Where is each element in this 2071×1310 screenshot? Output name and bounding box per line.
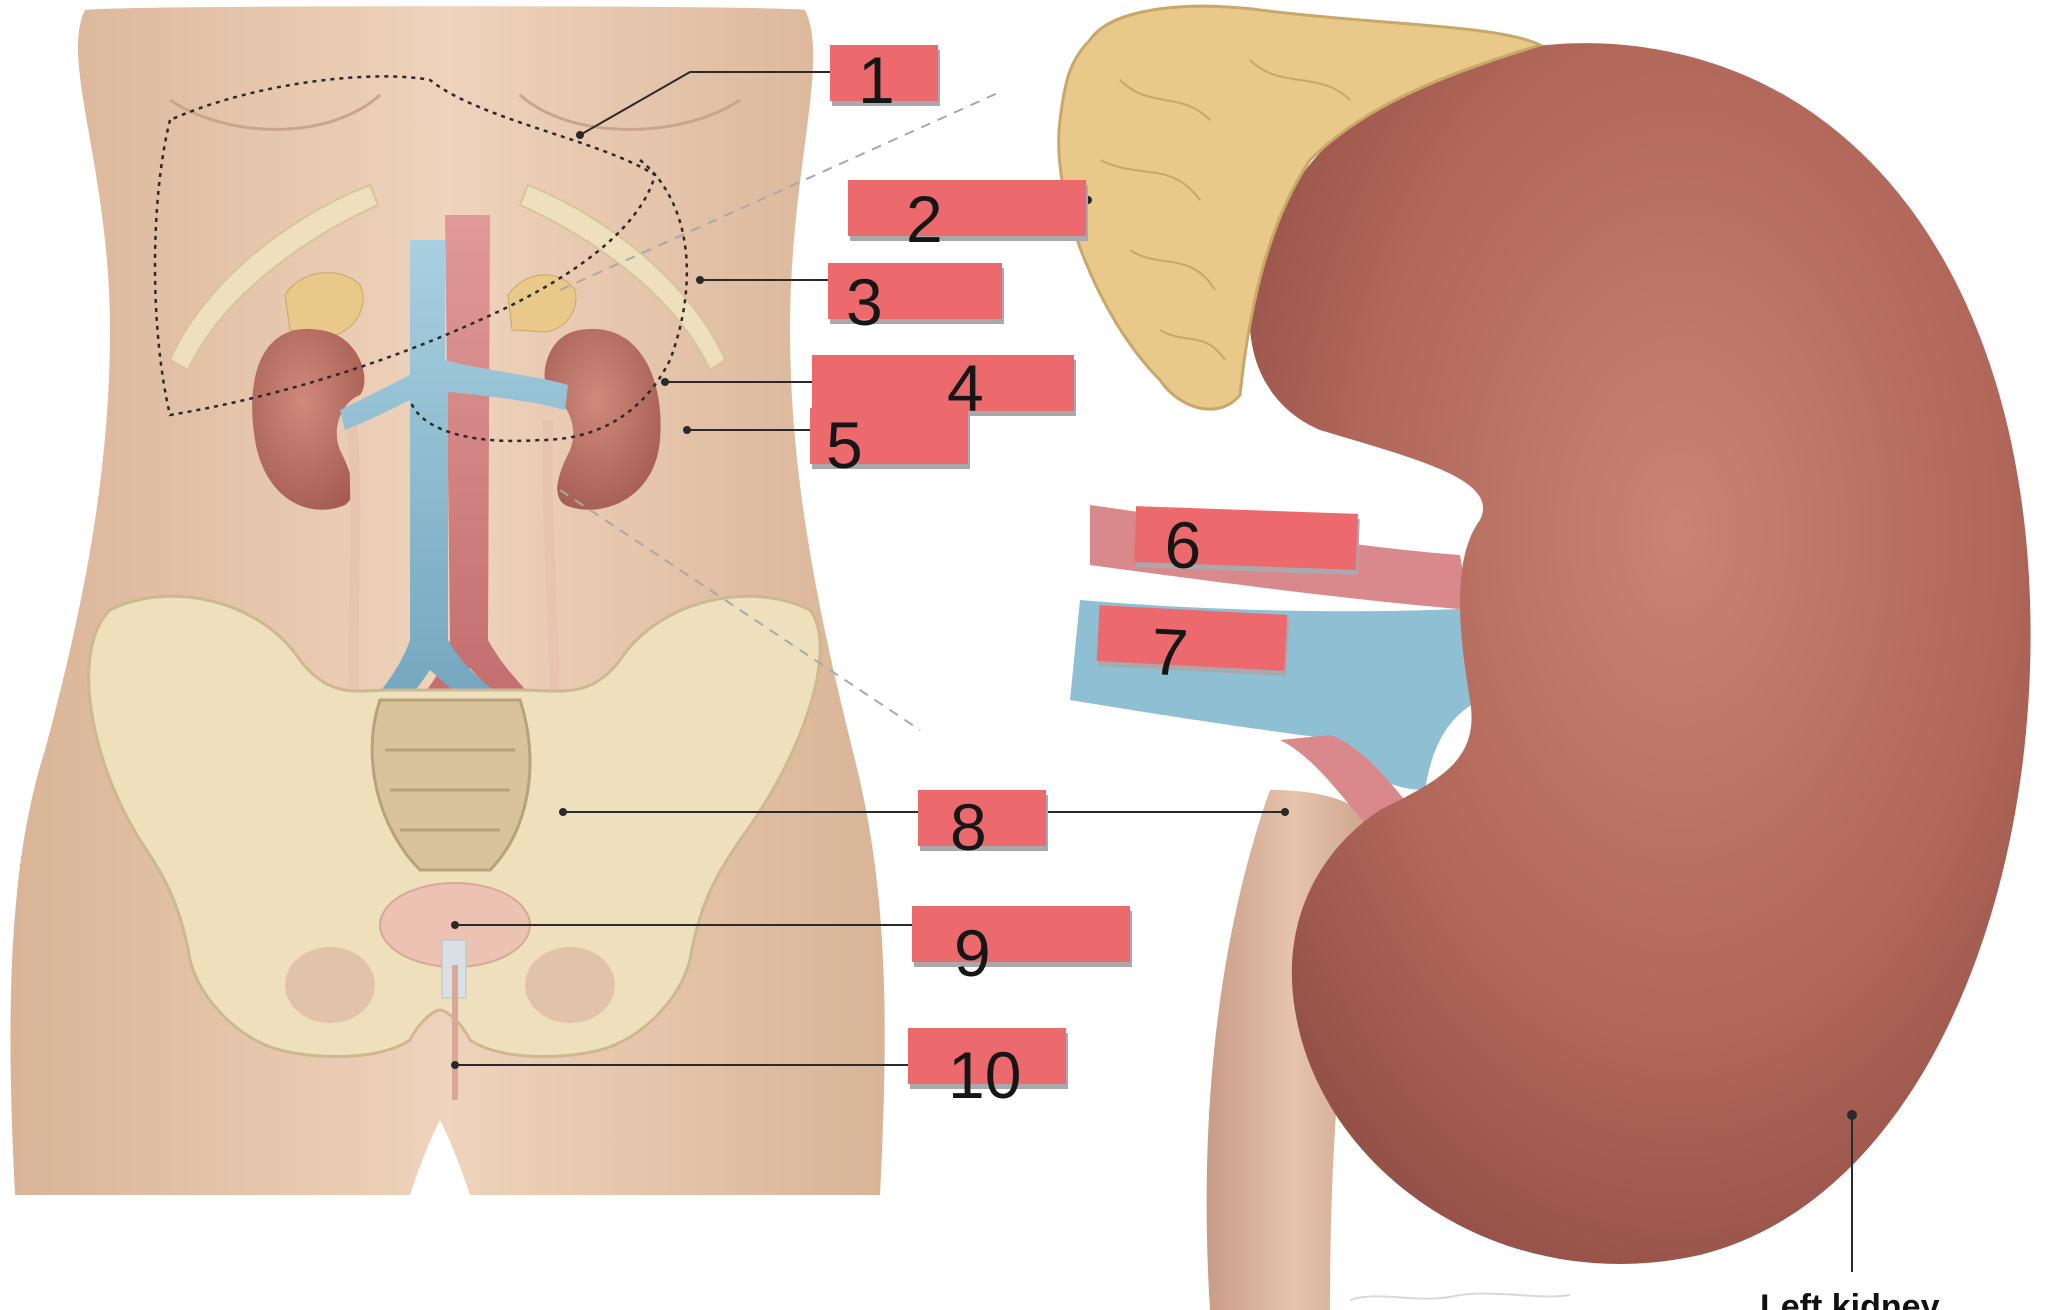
label-number-3: 3 bbox=[846, 265, 883, 339]
label-number-6: 6 bbox=[1163, 507, 1203, 583]
adrenal-left-small bbox=[284, 272, 364, 336]
label-number-10: 10 bbox=[948, 1038, 1022, 1112]
label-box-10[interactable]: 10 bbox=[908, 1028, 1066, 1108]
label-number-5: 5 bbox=[826, 408, 863, 482]
kidney-large bbox=[1249, 43, 2031, 1265]
label-number-2: 2 bbox=[906, 182, 943, 256]
zoom-line-bottom bbox=[559, 489, 921, 731]
label-box-6[interactable]: 6 bbox=[1134, 506, 1358, 582]
rib-left bbox=[168, 183, 380, 372]
sacrum-ridges bbox=[385, 748, 515, 832]
leader-lines bbox=[451, 71, 1857, 1272]
label-box-9[interactable]: 9 bbox=[912, 906, 1130, 986]
adrenal-texture bbox=[1099, 59, 1351, 361]
label-box-2[interactable]: 2 bbox=[848, 180, 1086, 252]
label-number-8: 8 bbox=[950, 790, 987, 864]
label-number-9: 9 bbox=[954, 916, 991, 990]
label-number-1: 1 bbox=[858, 43, 895, 117]
label-box-7[interactable]: 7 bbox=[1096, 605, 1288, 690]
torso-figure bbox=[10, 6, 1001, 1195]
label-box-8[interactable]: 8 bbox=[918, 790, 1046, 860]
caption-left-kidney: Left kidney bbox=[1760, 1288, 1940, 1310]
label-box-3[interactable]: 3 bbox=[828, 263, 1002, 335]
label-box-1[interactable]: 1 bbox=[830, 45, 938, 113]
artist-signature-scribble bbox=[1349, 1292, 1571, 1301]
obturator-left bbox=[285, 947, 375, 1023]
aorta bbox=[395, 215, 560, 740]
sacrum bbox=[370, 698, 532, 872]
leader-1 bbox=[579, 71, 835, 136]
obturator-right bbox=[525, 947, 615, 1023]
zoom-line-top bbox=[559, 91, 1001, 291]
rib-right bbox=[518, 183, 727, 372]
label-box-4[interactable]: 4 bbox=[812, 355, 1074, 421]
label-box-5[interactable]: 5 bbox=[810, 408, 968, 478]
chest-contour bbox=[169, 93, 741, 131]
kidney-right-small bbox=[544, 328, 661, 510]
label-number-7: 7 bbox=[1149, 613, 1190, 690]
adrenal-right-small bbox=[507, 274, 577, 333]
